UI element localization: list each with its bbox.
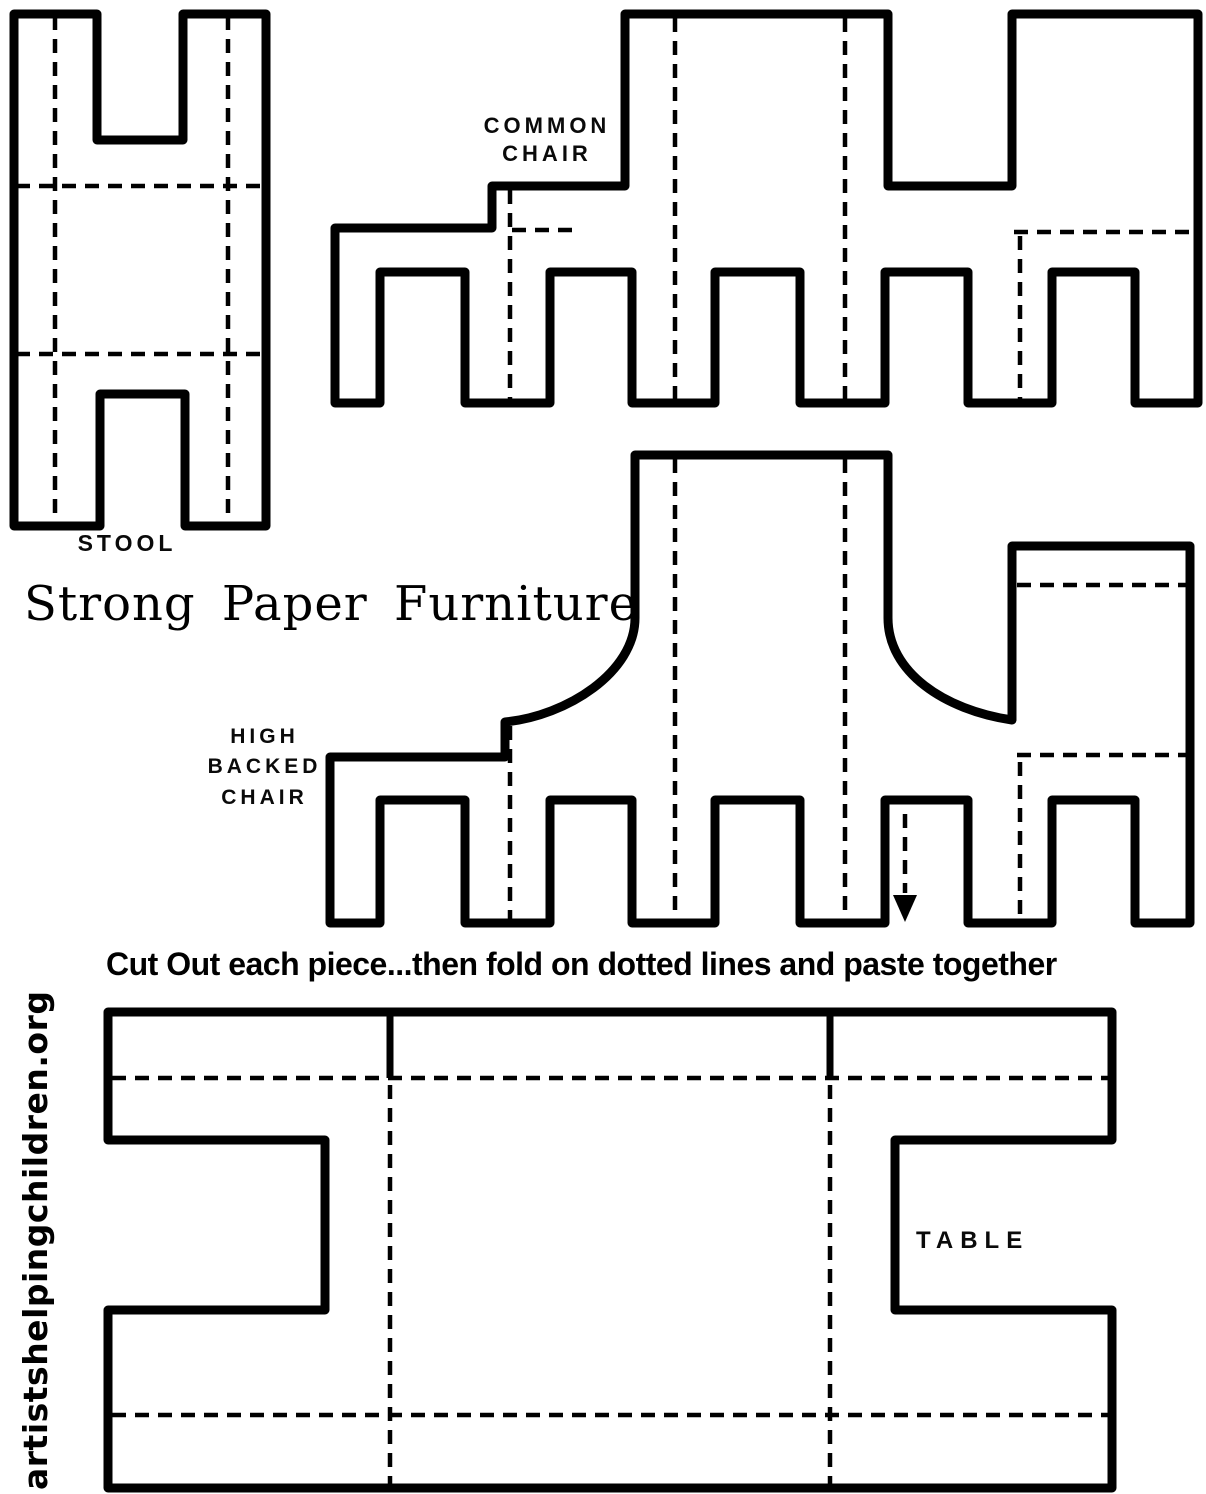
- table-cut-outline: [103, 1007, 1117, 1493]
- high-backed-chair-pattern: [325, 450, 1195, 928]
- instruction-text: Cut Out each piece...then fold on dotted…: [106, 946, 1057, 982]
- website-watermark: artistshelpingchildren.org: [16, 990, 55, 1490]
- common-chair-fold-lines: [507, 18, 1196, 401]
- stool-cut-outline: [9, 9, 271, 531]
- high-backed-chair-label-line3: CHAIR: [221, 785, 308, 809]
- common-chair-pattern: [330, 9, 1203, 408]
- table-pattern: [103, 1007, 1117, 1493]
- sheet-title: Strong Paper Furniture: [24, 576, 638, 632]
- high-backed-chair-label-line1: HIGH: [230, 725, 299, 748]
- common-chair-cut-outline: [330, 9, 1203, 408]
- common-chair-label-line2: CHAIR: [502, 140, 592, 166]
- high-backed-chair-fold-lines: [507, 459, 1188, 921]
- stool-pattern: [9, 9, 271, 531]
- high-backed-chair-cut-outline: [325, 450, 1195, 928]
- high-backed-chair-label-line2: BACKED: [207, 755, 322, 779]
- down-arrow-icon: [893, 895, 917, 922]
- common-chair-label-line1: COMMON: [483, 113, 611, 138]
- stool-label: STOOL: [77, 530, 177, 556]
- high-backed-chair-label: HIGH BACKED CHAIR: [192, 722, 337, 813]
- common-chair-label: COMMON CHAIR: [462, 112, 632, 167]
- table-label: TABLE: [916, 1227, 1030, 1254]
- stool-fold-lines: [16, 16, 264, 524]
